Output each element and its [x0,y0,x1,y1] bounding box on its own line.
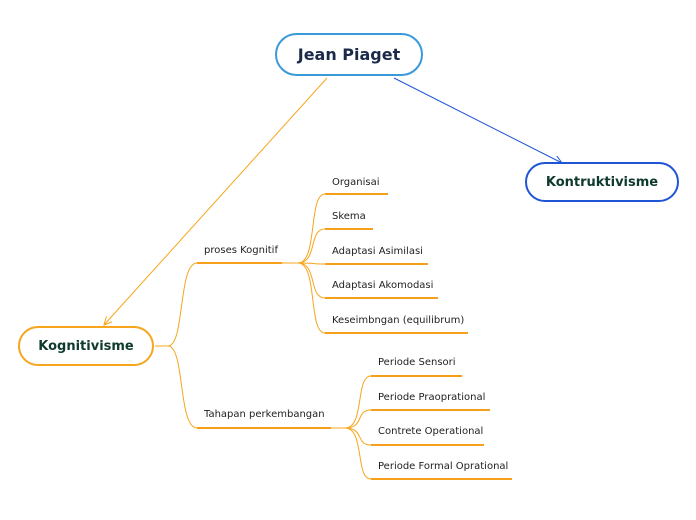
link-root-kognitivisme [104,77,328,325]
root-node-label: Jean Piaget [297,45,401,64]
subtopic-tahapan-perkembangan[interactable]: Tahapan perkembangan [204,409,325,420]
node-kontruktivisme[interactable]: Kontruktivisme [525,162,679,202]
leaf-periode-formal-oprational[interactable]: Periode Formal Oprational [378,461,509,472]
leaf-keseimbangan[interactable]: Keseimbngan (equilibrum) [332,315,465,326]
proses-leaf-underlines [325,193,468,334]
tahapan-leaf-underlines [371,375,512,480]
leaf-skema[interactable]: Skema [332,211,366,222]
tahapan-connectors [331,375,372,480]
leaf-periode-praoprational[interactable]: Periode Praoprational [378,392,486,403]
root-node-jean-piaget[interactable]: Jean Piaget [275,33,423,76]
leaf-adaptasi-akomodasi[interactable]: Adaptasi Akomodasi [332,280,434,291]
link-root-konstruktivisme [393,77,562,163]
node-kognitivisme-label: Kognitivisme [38,338,134,354]
leaf-organisai[interactable]: Organisai [332,177,380,188]
kognitivisme-branches [155,262,198,429]
subtopic-underlines [197,262,331,429]
leaf-periode-sensori[interactable]: Periode Sensori [378,357,456,368]
subtopic-proses-kognitif[interactable]: proses Kognitif [204,245,278,256]
leaf-adaptasi-asimilasi[interactable]: Adaptasi Asimilasi [332,246,423,257]
node-kognitivisme[interactable]: Kognitivisme [18,326,154,366]
proses-connectors [282,193,326,334]
leaf-contrete-operational[interactable]: Contrete Operational [378,426,484,437]
node-kontruktivisme-label: Kontruktivisme [545,174,659,190]
